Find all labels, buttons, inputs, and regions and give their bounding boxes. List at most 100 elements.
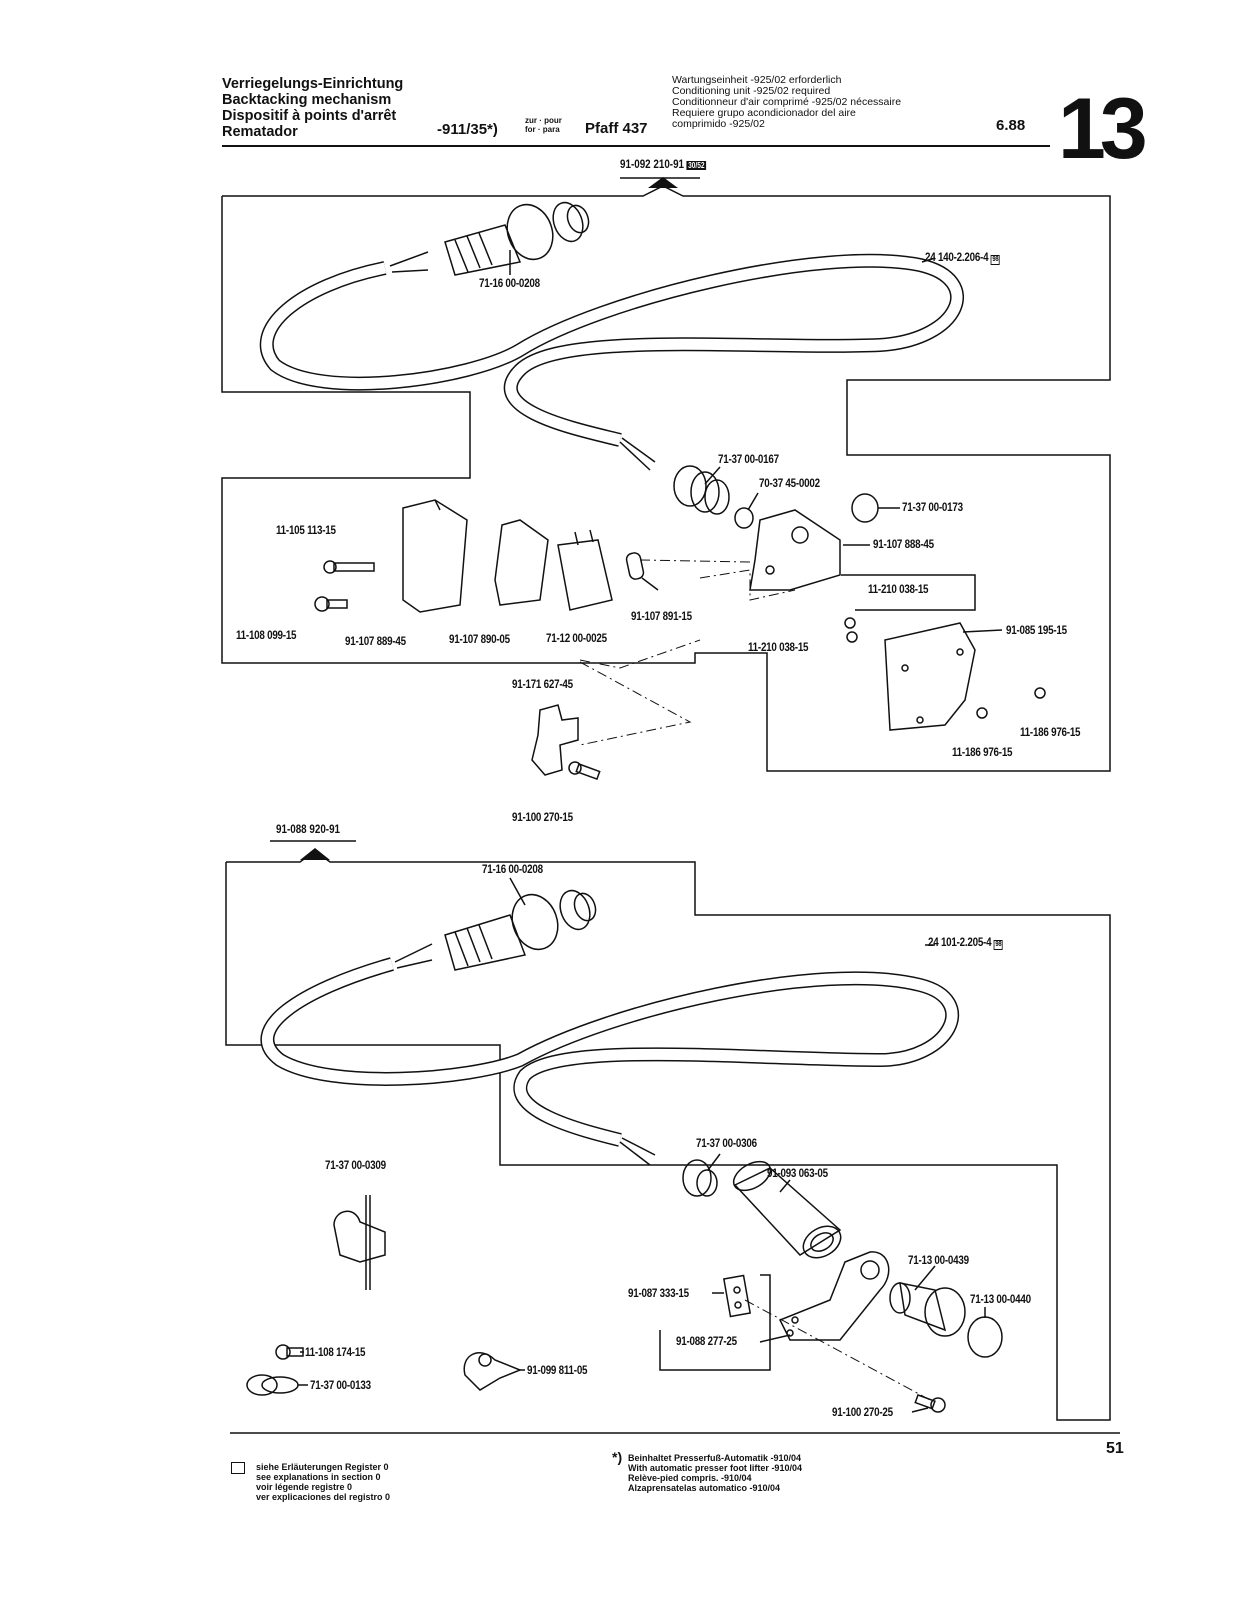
part-label: 71-16 00-0208 <box>479 276 540 290</box>
part-label: 11-105 113-15 <box>276 523 336 537</box>
conditioning-line: Conditionneur d'air comprimé -925/02 néc… <box>672 96 902 108</box>
header-rule <box>222 145 1050 147</box>
part-label: 71-37 00-0173 <box>902 500 963 514</box>
for-label: zur · pour for · para <box>525 116 562 134</box>
top-bracket <box>749 509 841 591</box>
top-gland <box>673 465 730 515</box>
footnote: Beinhaltet Presserfuß-Automatik -910/04 … <box>628 1453 802 1493</box>
bottom-screw-a <box>275 1344 304 1360</box>
part-label: 91-171 627-45 <box>512 677 573 691</box>
part-label-badge: 98 <box>990 255 1000 265</box>
top-screw-g <box>568 761 601 781</box>
top-screw-a <box>323 560 375 574</box>
bottom-clamp <box>463 1352 523 1391</box>
footnote-marker: *) <box>612 1449 623 1465</box>
title-block: Verriegelungs-Einrichtung Backtacking me… <box>222 76 403 140</box>
section-number: 13 <box>1058 81 1148 177</box>
part-label-number: 24 101-2.205-4 <box>928 935 992 949</box>
part-label: 91-093 063-05 <box>767 1166 828 1180</box>
part-label: 71-37 00-0309 <box>325 1158 386 1172</box>
ref-arrow-bottom <box>300 848 330 860</box>
top-nut <box>851 493 879 523</box>
bottom-sleeve <box>732 1160 842 1259</box>
conditioning-line: Requiere grupo acondicionador del aire <box>672 107 856 119</box>
part-label: 91-107 889-45 <box>345 634 406 648</box>
for-label-line-2: for · para <box>525 125 560 134</box>
top-cover-a <box>402 499 468 613</box>
conditioning-line: Wartungseinheit -925/02 erforderlich <box>672 74 842 86</box>
legend-line: siehe Erläuterungen Register 0 <box>256 1462 389 1472</box>
part-label: 91-107 888-45 <box>873 537 934 551</box>
bottom-gland <box>682 1159 712 1197</box>
footnote-line: Relève-pied compris. -910/04 <box>628 1473 752 1483</box>
title-line-en: Backtacking mechanism <box>222 92 392 108</box>
legend-note: siehe Erläuterungen Register 0 see expla… <box>256 1462 390 1502</box>
title-line-es: Rematador <box>222 124 298 140</box>
footnote-line: Beinhaltet Presserfuß-Automatik -910/04 <box>628 1453 802 1463</box>
model-name: Pfaff 437 <box>585 120 648 137</box>
top-washer <box>734 507 754 529</box>
top-cover-b <box>494 519 549 606</box>
conditioning-line: Conditioning unit -925/02 required <box>672 85 831 97</box>
part-label: 11-186 976-15 <box>952 745 1013 759</box>
part-label: 91-107 891-15 <box>631 609 692 623</box>
bottom-inner-box <box>659 1274 771 1371</box>
part-label: 11-210 038-15 <box>748 640 809 654</box>
bottom-lens <box>967 1316 1003 1358</box>
bottom-plate <box>722 1274 752 1318</box>
ref-arrow-top <box>648 177 678 188</box>
legend-box-icon <box>231 1462 245 1474</box>
bottom-connector <box>444 889 597 971</box>
bottom-lamp-socket <box>889 1282 966 1337</box>
footnote-line: With automatic presser foot lifter -910/… <box>628 1463 802 1473</box>
part-label: 71-37 00-0133 <box>310 1378 371 1392</box>
part-label: 91-085 195-15 <box>1006 623 1067 637</box>
part-label: 71-16 00-0208 <box>482 862 543 876</box>
for-label-line-1: zur · pour <box>525 116 562 125</box>
top-plate <box>884 622 976 731</box>
part-label-badge: 98 <box>993 940 1003 950</box>
top-screw-b <box>314 596 348 612</box>
conditioning-note: Wartungseinheit -925/02 erforderlich Con… <box>672 75 901 130</box>
title-line-de: Verriegelungs-Einrichtung <box>222 76 404 92</box>
part-label: 91-100 270-15 <box>512 810 573 824</box>
page-number: 51 <box>1106 1440 1124 1457</box>
part-label: 11-210 038-15 <box>868 582 929 596</box>
top-frame-upper <box>221 185 1111 772</box>
part-label: 71-12 00-0025 <box>546 631 607 645</box>
bottom-bracket <box>778 1251 890 1341</box>
footnote-line: Alzaprensatelas automatico -910/04 <box>628 1483 781 1493</box>
variant-code: -911/35*) <box>437 121 498 138</box>
bottom-assembly-ref: 91-088 920-91 <box>276 822 341 836</box>
part-label: 91-107 890-05 <box>449 632 510 646</box>
edition-date: 6.88 <box>996 117 1026 134</box>
bottom-cable-clip <box>246 1374 299 1396</box>
part-label: 70-37 45-0002 <box>759 476 820 490</box>
conditioning-line: comprimido -925/02 <box>672 118 765 130</box>
top-microswitch <box>557 539 613 611</box>
bottom-clip <box>333 1195 386 1290</box>
part-label: 91-087 333-15 <box>628 1286 689 1300</box>
part-label: 91-099 811-05 <box>527 1363 588 1377</box>
legend-line: ver explicaciones del registro 0 <box>256 1492 391 1502</box>
top-assembly-ref-badge: 30/52 <box>686 161 707 170</box>
top-frame-inner-box <box>841 574 976 611</box>
title-line-fr: Dispositif à points d'arrêt <box>222 108 397 124</box>
legend-line: voir légende registre 0 <box>256 1482 353 1492</box>
part-label: 91-100 270-25 <box>832 1405 893 1419</box>
part-label: 11-108 099-15 <box>236 628 297 642</box>
legend-line: see explanations in section 0 <box>256 1472 381 1482</box>
part-label-number: 24 140-2.206-4 <box>925 250 989 264</box>
part-label: 11-108 174-15 <box>305 1345 366 1359</box>
top-connector <box>444 201 590 276</box>
part-label: 91-088 277-25 <box>676 1334 737 1348</box>
part-label: 71-13 00-0440 <box>970 1292 1031 1306</box>
part-label: 71-37 00-0167 <box>718 452 779 466</box>
top-holder <box>531 704 579 776</box>
top-assembly-ref-number: 91-092 210-91 <box>620 157 685 171</box>
part-label: 11-186 976-15 <box>1020 725 1081 739</box>
